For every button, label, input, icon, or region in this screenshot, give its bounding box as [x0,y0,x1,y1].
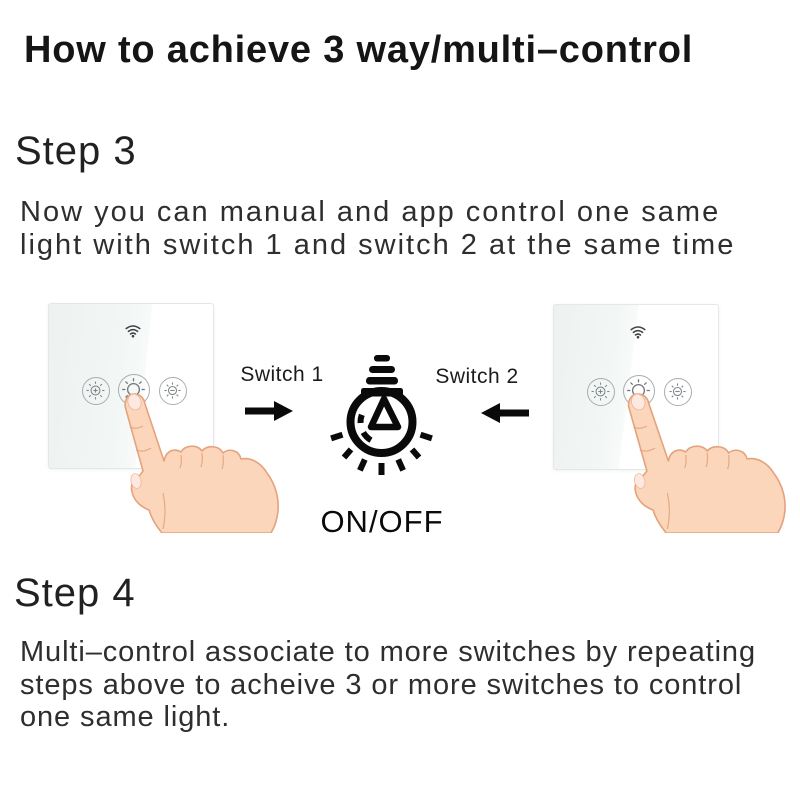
step4-heading: Step 4 [14,571,136,615]
step3-line-1: Now you can manual and app control one s… [20,196,721,228]
pointing-hand-illustration [124,393,279,533]
wifi-icon [630,326,646,339]
brightness-down-button [159,377,187,405]
brightness-down-button [664,378,692,406]
brightness-up-icon [86,381,105,400]
page-title: How to achieve 3 way/multi–control [24,29,694,71]
switch1-label: Switch 1 [240,363,324,386]
step4-body: Multi–control associate to more switches… [20,636,756,734]
arrow-left-icon [481,403,529,423]
arrow-right-icon [245,401,293,421]
brightness-down-icon [669,383,686,400]
onoff-label: ON/OFF [320,504,444,539]
light-bulb-icon [330,355,433,475]
step4-line-3: one same light. [20,701,231,733]
step3-line-2: light with switch 1 and switch 2 at the … [20,228,736,261]
switch2-label: Switch 2 [435,365,519,388]
brightness-up-button [587,378,615,406]
step3-heading: Step 3 [15,129,137,173]
step3-body: Now you can manual and app control one s… [20,196,735,261]
step4-line-1: Multi–control associate to more switches… [20,636,756,668]
pointing-hand-illustration [627,393,786,533]
step4-line-2: steps above to acheive 3 or more switche… [20,668,743,701]
switch-1-panel [48,303,214,469]
wifi-icon [125,325,141,338]
brightness-up-button [82,377,110,405]
brightness-down-icon [164,382,181,399]
switch-2-panel [553,304,719,470]
brightness-up-icon [591,382,610,401]
